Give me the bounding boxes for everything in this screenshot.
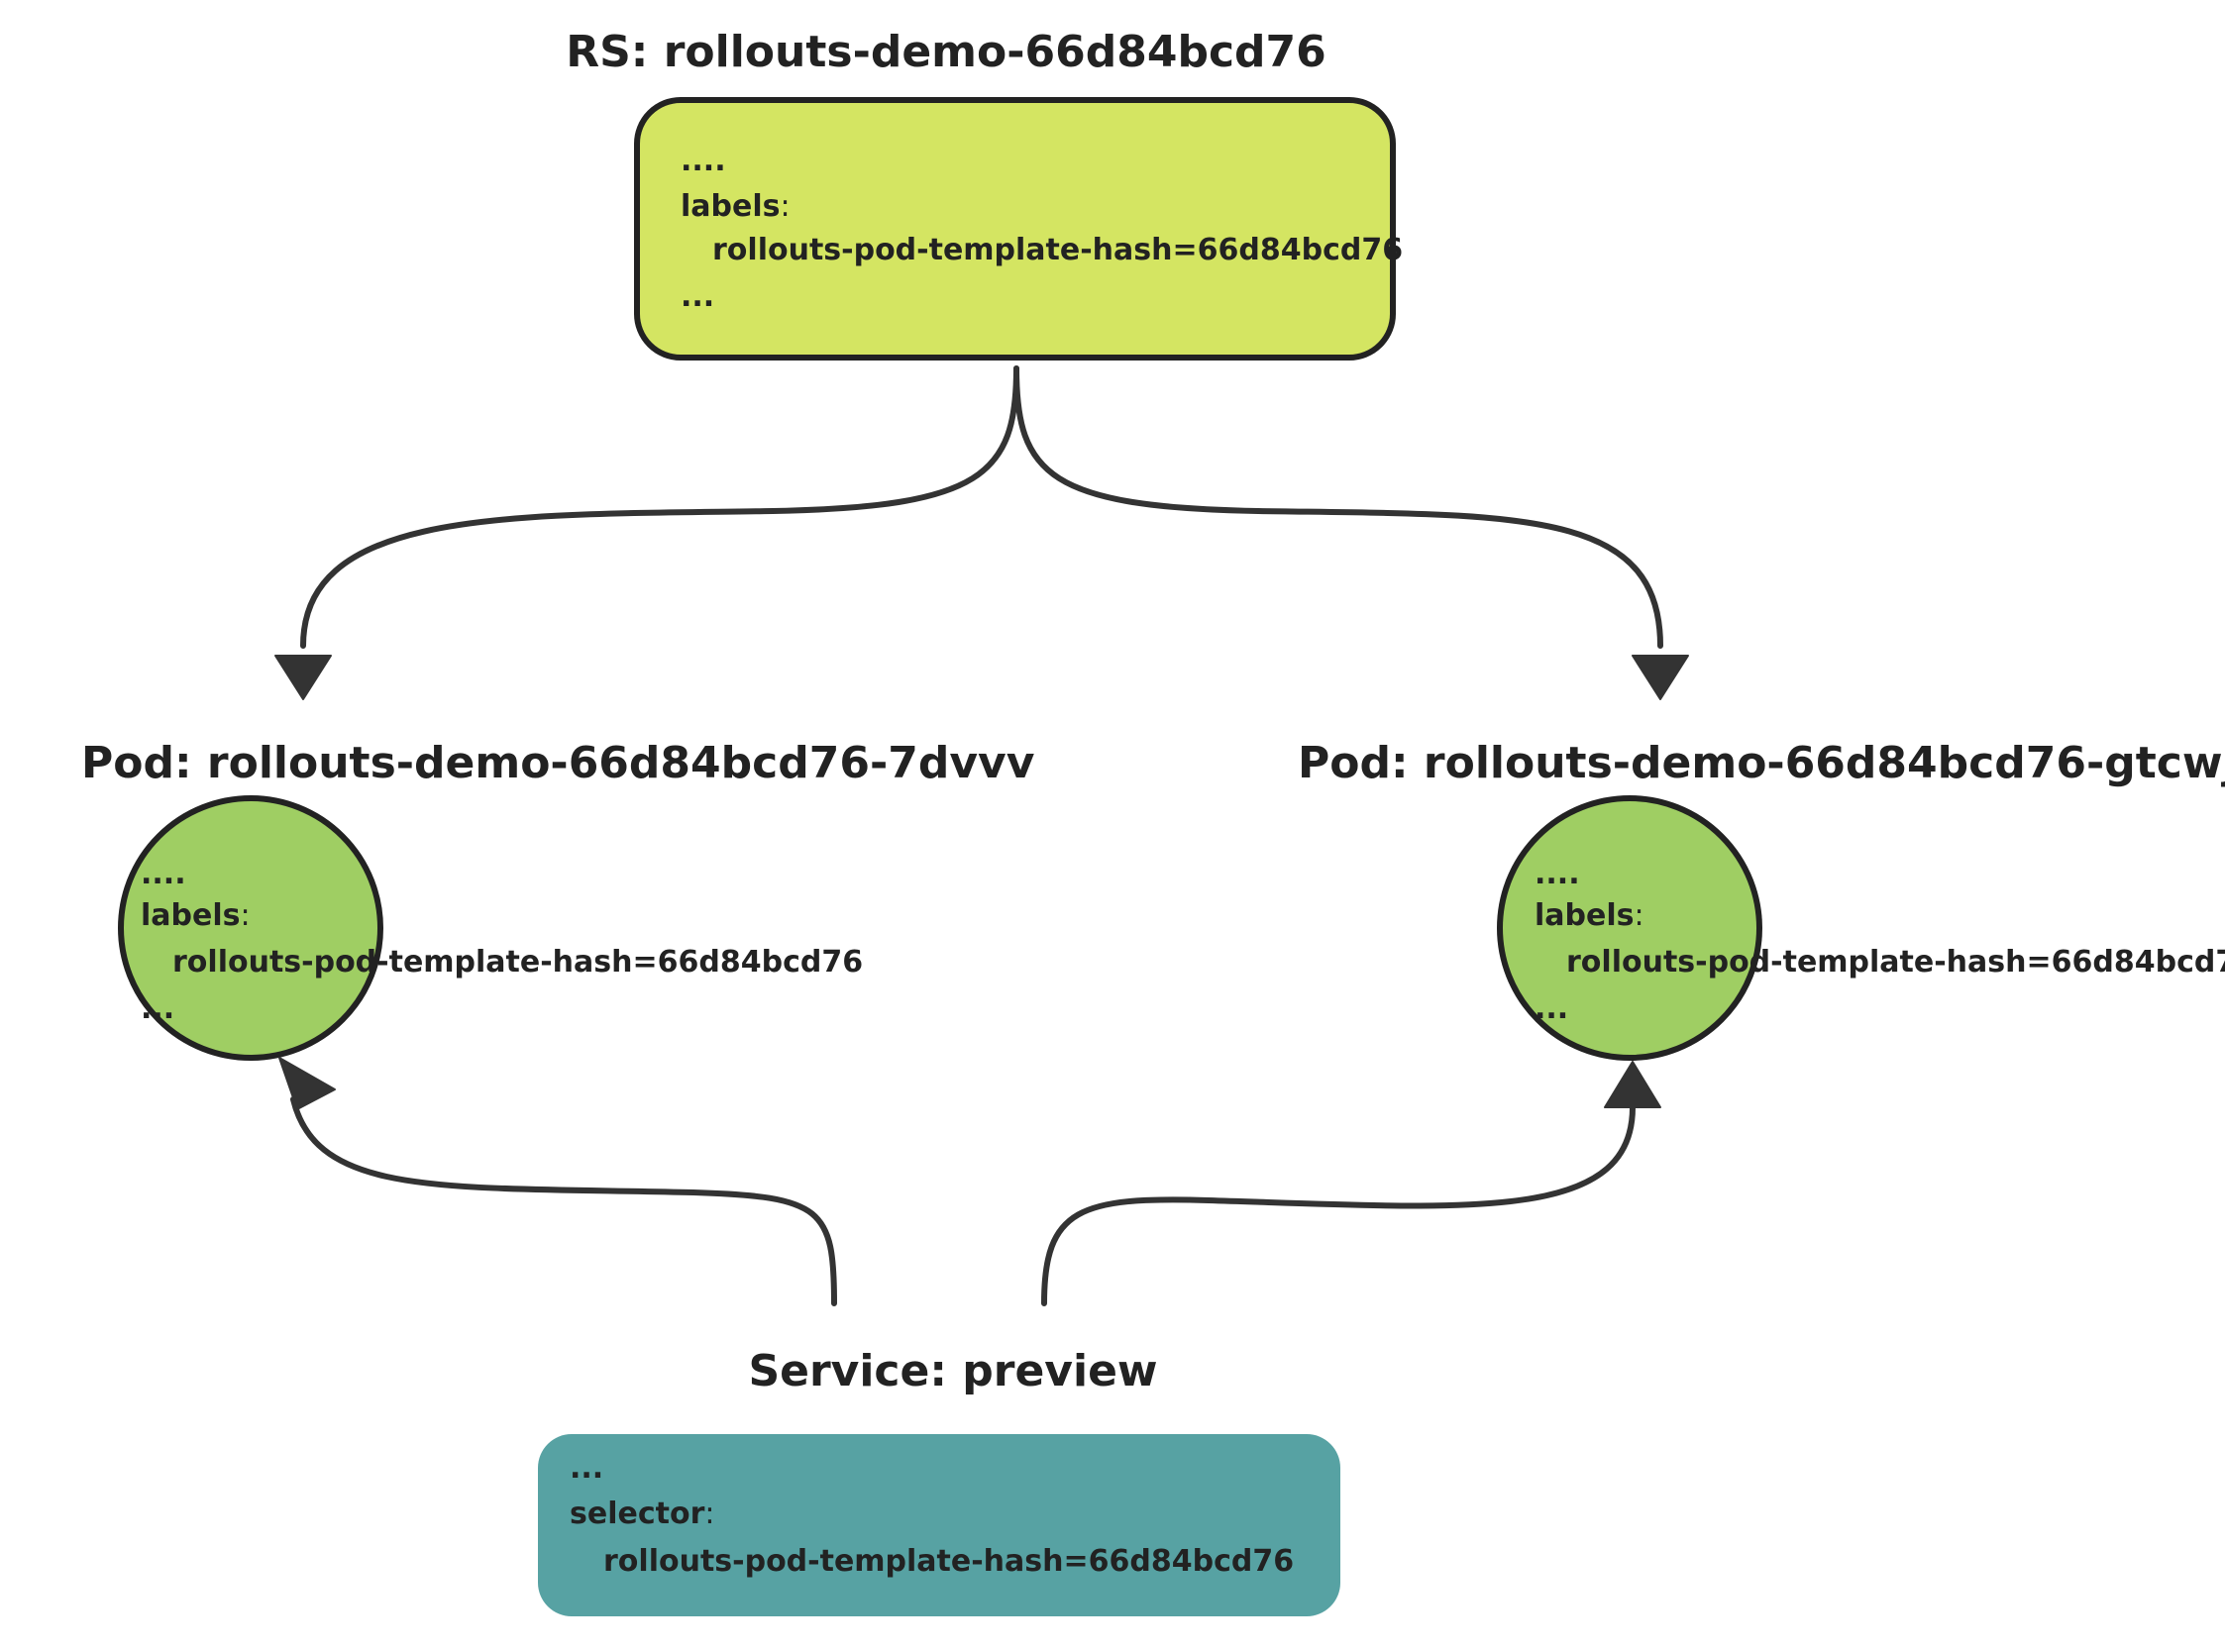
pod-left-line-3: ... <box>141 991 174 1026</box>
pod-right-line-2: rollouts-pod-template-hash=66d84bcd76 <box>1566 945 2225 980</box>
pod-left-line-1: labels: <box>141 898 251 933</box>
pod-node-left[interactable]: Pod: rollouts-demo-66d84bcd76-7dvvv ....… <box>81 738 1035 1061</box>
service-title: Service: preview <box>748 1346 1157 1396</box>
replicaset-node[interactable]: RS: rollouts-demo-66d84bcd76 .... labels… <box>566 27 1403 361</box>
pod-left-title: Pod: rollouts-demo-66d84bcd76-7dvvv <box>81 738 1035 788</box>
pod-right-line-3: ... <box>1535 991 1568 1026</box>
arrowhead-rs-to-pod-left <box>274 655 332 700</box>
replicaset-line-1: labels: <box>681 189 791 224</box>
replicaset-line-3: ... <box>681 279 714 314</box>
replicaset-line-2: rollouts-pod-template-hash=66d84bcd76 <box>712 233 1403 267</box>
pod-node-right[interactable]: Pod: rollouts-demo-66d84bcd76-gtcwj ....… <box>1298 738 2225 1061</box>
service-line-2: rollouts-pod-template-hash=66d84bcd76 <box>603 1544 1294 1579</box>
arrowhead-rs-to-pod-right <box>1632 655 1689 700</box>
arrowhead-service-to-pod-right <box>1604 1061 1661 1108</box>
pod-left-circle[interactable] <box>118 795 383 1061</box>
pod-left-line-0: .... <box>141 857 186 891</box>
service-node[interactable]: Service: preview ... selector: rollouts-… <box>538 1346 1340 1616</box>
arrow-service-to-pod-right <box>1041 1104 1636 1306</box>
replicaset-line-0: .... <box>681 144 726 178</box>
pod-right-title: Pod: rollouts-demo-66d84bcd76-gtcwj <box>1298 738 2225 788</box>
service-line-1: selector: <box>570 1497 714 1531</box>
arrow-rs-to-pod-left <box>300 365 1019 649</box>
service-line-0: ... <box>570 1451 603 1486</box>
service-box[interactable] <box>538 1434 1340 1616</box>
replicaset-title: RS: rollouts-demo-66d84bcd76 <box>566 27 1326 77</box>
arrow-rs-to-pod-right <box>1013 365 1663 649</box>
pod-right-line-1: labels: <box>1535 898 1644 933</box>
pod-left-line-2: rollouts-pod-template-hash=66d84bcd76 <box>172 945 863 980</box>
pod-right-line-0: .... <box>1535 857 1580 891</box>
replicaset-box[interactable] <box>634 97 1396 361</box>
pod-right-circle[interactable] <box>1497 795 1762 1061</box>
arrowhead-service-to-pod-left <box>278 1057 336 1110</box>
arrow-service-to-pod-left <box>290 1096 837 1306</box>
